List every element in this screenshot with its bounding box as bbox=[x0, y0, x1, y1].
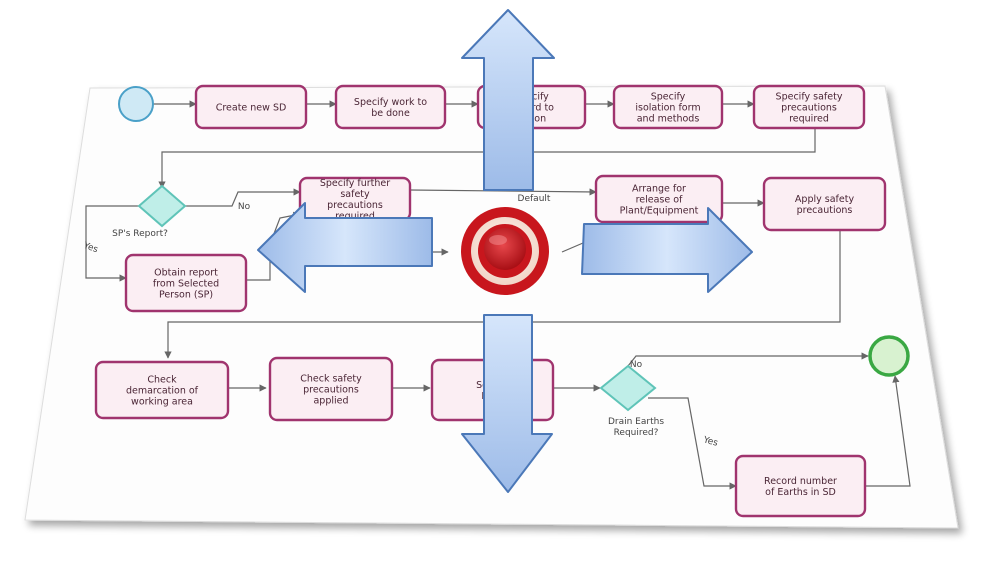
start-event bbox=[118, 86, 154, 122]
arrow-down-icon[interactable] bbox=[461, 314, 553, 493]
task-box bbox=[94, 360, 230, 420]
task-box bbox=[752, 84, 866, 130]
task-label: be done bbox=[371, 108, 410, 119]
task-label: Specify further bbox=[320, 178, 390, 189]
task-box bbox=[334, 84, 447, 130]
flow-label-no-bottom: No bbox=[630, 360, 643, 370]
task-box bbox=[734, 454, 867, 518]
task-box bbox=[594, 174, 724, 224]
task-label: Apply safety bbox=[795, 194, 855, 205]
flow-gateway-further bbox=[184, 188, 301, 207]
arrow-right-icon[interactable] bbox=[581, 207, 753, 293]
task-label: required bbox=[789, 114, 829, 125]
task-label: Specify bbox=[651, 92, 686, 103]
task-label: Person (SP) bbox=[159, 290, 213, 301]
task-label: release of bbox=[636, 195, 683, 206]
task-label: precautions bbox=[327, 200, 383, 211]
task-label: Create new SD bbox=[216, 103, 287, 114]
task-box bbox=[124, 253, 248, 313]
flow-gateway-obtain bbox=[85, 205, 140, 282]
task-label: from Selected bbox=[153, 279, 219, 290]
task-label: Specify work to bbox=[354, 97, 427, 108]
task-label: precautions bbox=[797, 205, 853, 216]
flow-drain-end bbox=[627, 352, 869, 367]
task-label: isolation form bbox=[635, 103, 700, 114]
flow-drain-record bbox=[648, 397, 737, 490]
task-label: safety bbox=[340, 189, 370, 200]
task-label: demarcation of bbox=[126, 386, 199, 397]
task-label: Check bbox=[147, 375, 177, 386]
gateway-sp-report bbox=[137, 184, 187, 228]
task-create: Create new SD bbox=[194, 84, 308, 130]
task-label: Arrange for bbox=[632, 184, 686, 195]
gateway-sp-report-label: SP's Report? bbox=[112, 229, 168, 239]
task-label: required bbox=[335, 211, 375, 222]
flow-label-no-top: No bbox=[238, 202, 251, 212]
task-label: precautions bbox=[781, 103, 837, 114]
task-label: precautions bbox=[303, 385, 359, 396]
task-box bbox=[268, 356, 394, 422]
task-box bbox=[762, 176, 887, 232]
flow-record-end bbox=[865, 375, 911, 487]
gateway-drain-earths bbox=[599, 364, 657, 412]
task-label: Record number bbox=[764, 476, 837, 487]
arrow-left-icon[interactable] bbox=[257, 202, 433, 293]
task-box bbox=[612, 84, 724, 130]
task-label: Specify safety bbox=[776, 92, 843, 103]
arrow-up-icon[interactable] bbox=[461, 9, 555, 191]
task-label: working area bbox=[131, 397, 193, 408]
target-icon[interactable] bbox=[461, 207, 549, 295]
task-box bbox=[194, 84, 308, 130]
task-label: Check safety bbox=[300, 374, 362, 385]
task-label: Plant/Equipment bbox=[620, 206, 699, 217]
flow-label-default: Default bbox=[518, 194, 551, 204]
task-label: and methods bbox=[637, 114, 700, 125]
task-label: applied bbox=[313, 396, 348, 407]
task-label: Obtain report bbox=[154, 268, 218, 279]
task-label: of Earths in SD bbox=[765, 487, 836, 498]
end-event bbox=[868, 335, 910, 377]
overlay-arrows bbox=[257, 9, 753, 493]
flow-label-yes-bottom: Yes bbox=[701, 435, 719, 449]
